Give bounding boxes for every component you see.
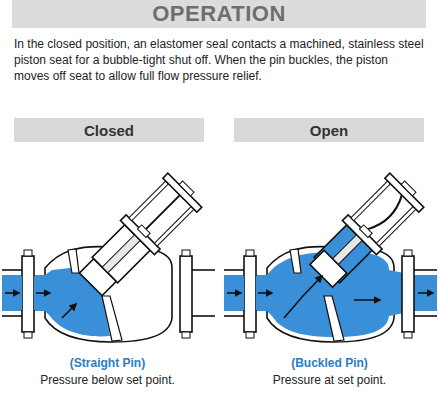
bonnet [74, 170, 206, 302]
pin-holder [359, 225, 372, 238]
state-note-box: Pressure at set point. [222, 373, 437, 387]
flange-bolt [246, 332, 254, 338]
frame-rod [351, 181, 391, 221]
outlet-pipe [192, 272, 215, 314]
flange-bolt [246, 250, 254, 256]
flow-arrow [284, 276, 322, 318]
frame-rod [376, 206, 416, 246]
state-caption: (Buckled Pin) [222, 356, 437, 370]
state-caption: (Straight Pin) [0, 356, 215, 370]
open-valve [224, 170, 437, 342]
flange-bolt [182, 250, 190, 256]
pipe-wall [414, 315, 437, 317]
flange-bolt [182, 332, 190, 338]
flange [244, 256, 256, 332]
pipe-wall [224, 269, 244, 271]
closed-valve [2, 170, 215, 342]
cap [179, 181, 194, 196]
state-caption-box: (Straight Pin) [0, 356, 215, 370]
partition-wall [324, 296, 344, 341]
partition-wall [102, 296, 122, 341]
pipe-wall [2, 269, 22, 271]
top-plate [163, 173, 202, 212]
frame-rod [129, 181, 169, 221]
state-band: Open [234, 118, 424, 142]
flange-bolt [404, 332, 412, 338]
flange [402, 256, 414, 332]
flow-arrow [418, 292, 433, 294]
state-note: Pressure at set point. [222, 373, 437, 387]
state-label: Closed [84, 122, 134, 139]
state-note: Pressure below set point. [0, 373, 215, 387]
title: OPERATION [152, 1, 286, 27]
flange [180, 256, 192, 332]
pipe-wall [414, 269, 437, 271]
piston [79, 259, 116, 296]
pipe-wall [192, 269, 215, 271]
pipe-wall [224, 315, 244, 317]
bonnet [304, 170, 427, 293]
top-plate [385, 173, 424, 212]
flange-bolt [404, 250, 412, 256]
pipe-wall [2, 315, 22, 317]
description-text: In the closed position, an elastomer sea… [14, 36, 426, 84]
inlet-flow [224, 276, 244, 310]
flange-bolt [24, 250, 32, 256]
state-label: Open [310, 122, 348, 139]
cap [401, 181, 416, 196]
outlet-flow [414, 276, 437, 310]
bonnet-flange [342, 215, 382, 255]
state-caption-box: (Buckled Pin) [222, 356, 437, 370]
title-band: OPERATION [12, 0, 426, 28]
description-text-box: In the closed position, an elastomer sea… [14, 36, 426, 84]
state-note-box: Pressure below set point. [0, 373, 215, 387]
flow-arrow [227, 292, 241, 294]
flange-bolt [24, 332, 32, 338]
flow-arrow [62, 304, 76, 318]
flow-arrow [5, 292, 19, 294]
flange [22, 256, 34, 332]
flow-arrow [258, 292, 272, 294]
frame-rod [154, 206, 194, 246]
flow-arrow [354, 299, 380, 301]
partition-wall [68, 249, 79, 273]
pipe-wall [192, 315, 215, 317]
inlet-flow [2, 276, 22, 310]
flow-arrow [36, 292, 50, 294]
state-band: Closed [14, 118, 204, 142]
straight-pin [146, 195, 180, 229]
buckled-pin [368, 195, 407, 234]
partition-wall [290, 249, 301, 273]
